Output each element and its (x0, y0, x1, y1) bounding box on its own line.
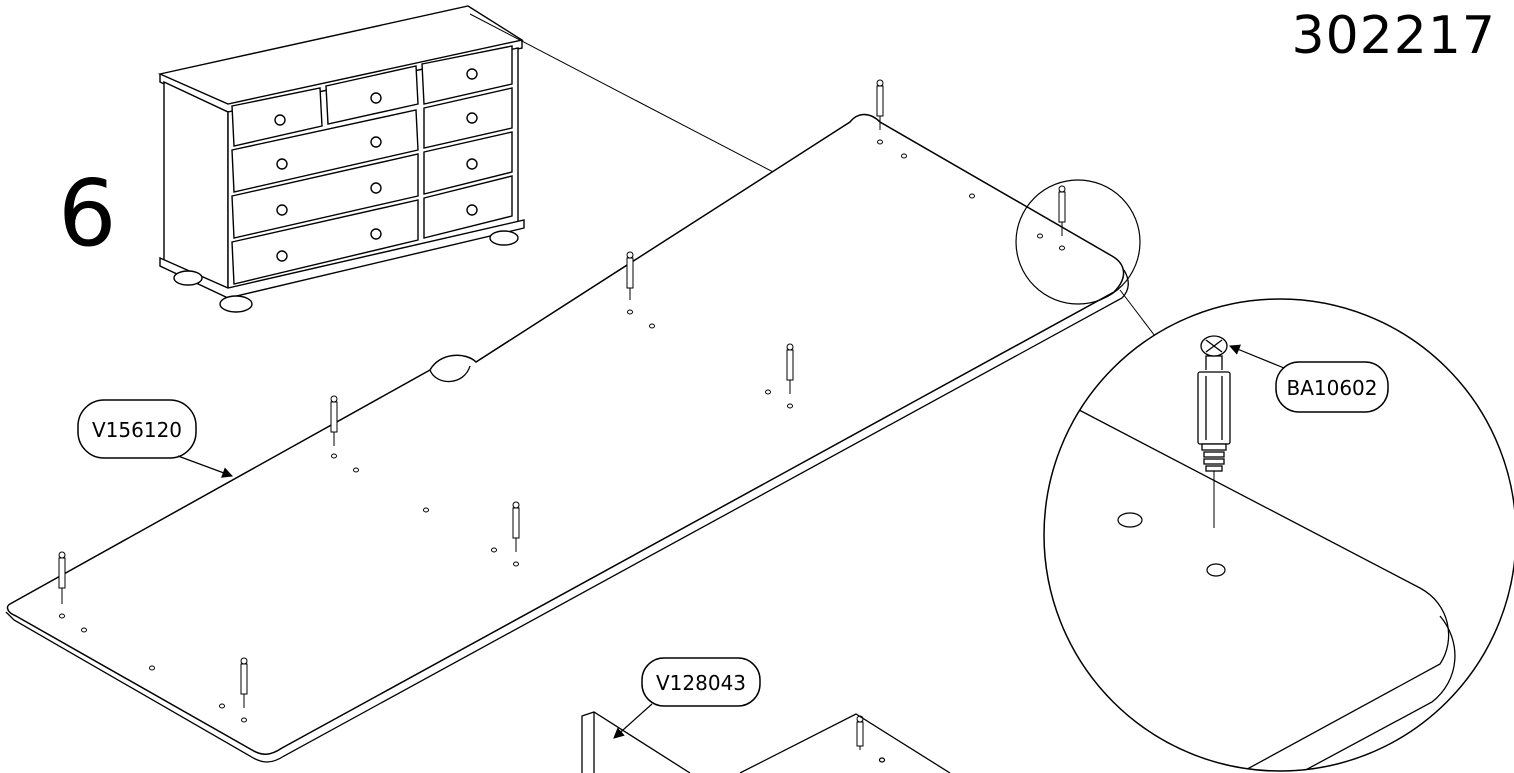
cam-dowel (876, 79, 884, 130)
cam-dowels (58, 79, 1066, 750)
cam-dowel (856, 715, 864, 750)
detail-zoom-circle (1043, 298, 1514, 772)
step-number: 6 (58, 160, 117, 267)
callout-top-panel: V156120 (77, 399, 234, 478)
detail-source-circle (1015, 179, 1141, 305)
document-number: 302217 (1291, 6, 1496, 66)
top-panel (5, 113, 1129, 763)
cam-dowel (626, 251, 634, 300)
drawer-knobs (274, 68, 478, 262)
cam-dowel (240, 657, 248, 708)
cam-dowel (512, 501, 520, 552)
dresser-thumbnail (157, 5, 525, 313)
detail-leader-line (1119, 289, 1159, 341)
callout-dowel: BA10602 (1228, 344, 1389, 413)
callout-side-panel-label: V128043 (656, 671, 746, 695)
callout-top-panel-label: V156120 (92, 418, 182, 442)
cam-dowel (1058, 185, 1066, 236)
cam-dowel (330, 395, 338, 446)
cam-dowel (786, 343, 794, 394)
zoomed-dowel (1197, 335, 1231, 472)
cam-dowel (58, 551, 66, 604)
detail-view (1059, 335, 1456, 771)
dowel-holes (59, 139, 1065, 723)
callout-side-panel: V128043 (613, 657, 761, 739)
dresser-leader-line (469, 13, 801, 187)
callout-dowel-label: BA10602 (1286, 376, 1377, 400)
side-panel (581, 711, 951, 773)
